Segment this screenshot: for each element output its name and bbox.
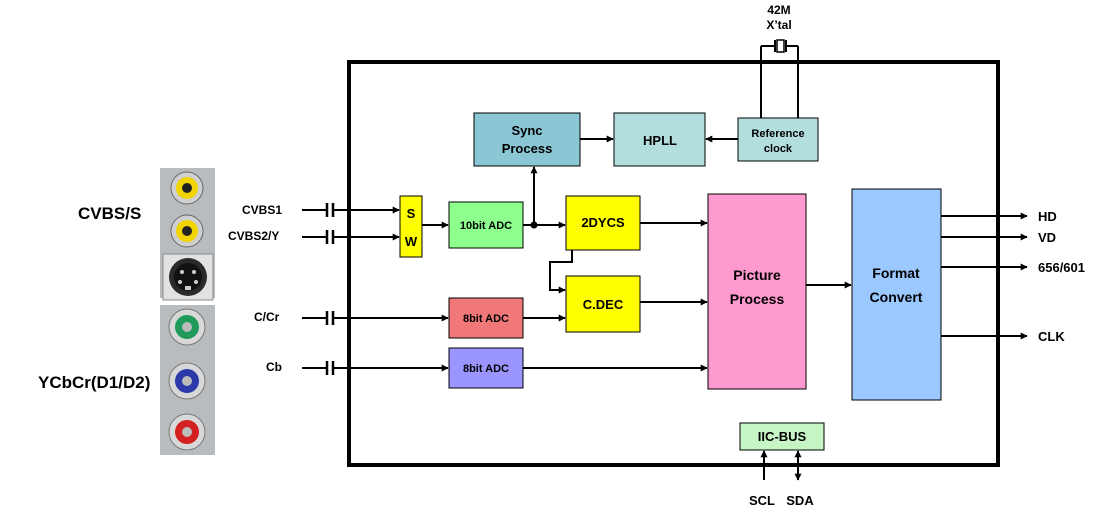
reference-clock-block: [737, 117, 819, 162]
cvbs1-label: CVBS1: [242, 203, 282, 217]
input-cb: Cb: [266, 360, 449, 375]
clk-output-label: CLK: [1038, 329, 1065, 344]
adc-8bit-cb-label: 8bit ADC: [463, 363, 509, 375]
signal-wires: [422, 135, 852, 372]
dycs-label: 2DYCS: [581, 215, 625, 230]
input-cvbs2-y: CVBS2/Y: [228, 229, 400, 244]
switch-label-1: S: [407, 206, 416, 221]
adc-10bit-block: [448, 201, 524, 249]
rca-jack-yellow-1: [170, 171, 204, 205]
picture-process-block: [707, 193, 807, 390]
adc-8bit-cr-block: [448, 297, 524, 339]
cvbs2-label: CVBS2/Y: [228, 229, 279, 243]
ycbcr-label: YCbCr(D1/D2): [38, 373, 150, 392]
hd-output-label: HD: [1038, 209, 1057, 224]
sync-process-label-1: Sync: [511, 123, 542, 138]
connector-panel: CVBS/S YCbCr(D1/D2): [38, 168, 215, 455]
sda-label: SDA: [786, 493, 814, 508]
sync-process-label-2: Process: [502, 141, 553, 156]
cvbs-s-label: CVBS/S: [78, 204, 141, 223]
picture-process-label-2: Process: [730, 291, 785, 307]
input-cvbs1: CVBS1: [242, 203, 400, 217]
format-convert-label-2: Convert: [870, 289, 923, 305]
picture-process-label-1: Picture: [733, 267, 781, 283]
format-convert-label-1: Format: [872, 265, 920, 281]
vd-output-label: VD: [1038, 230, 1056, 245]
iic-bus-block: [739, 422, 825, 451]
scl-label: SCL: [749, 493, 775, 508]
chip-boundary: [347, 60, 1000, 467]
switch-block: [399, 195, 423, 258]
switch-label-2: W: [405, 234, 418, 249]
crystal-name-label: X’tal: [766, 18, 791, 32]
format-convert-block: [851, 188, 942, 401]
reference-clock-label-2: clock: [764, 143, 793, 155]
ccir-output-label: 656/601: [1038, 260, 1085, 275]
iic-signals: SCL SDA: [749, 450, 814, 508]
reference-clock-label-1: Reference: [751, 128, 804, 140]
ccr-label: C/Cr: [254, 310, 280, 324]
adc-10bit-label: 10bit ADC: [460, 220, 512, 232]
adc-8bit-cb-block: [448, 347, 524, 389]
hpll-label: HPLL: [643, 133, 677, 148]
cdec-label: C.DEC: [583, 297, 624, 312]
rca-jack-green: [168, 308, 206, 346]
crystal-freq-label: 42M: [767, 3, 790, 17]
cb-label: Cb: [266, 360, 282, 374]
cdec-block: [565, 275, 641, 333]
s-video-jack: [162, 253, 214, 301]
sync-process-block: [473, 112, 581, 167]
outputs: HD VD 656/601 CLK: [941, 209, 1085, 344]
input-c-cr: C/Cr: [254, 310, 449, 325]
iic-bus-label: IIC-BUS: [758, 429, 807, 444]
rca-jack-red: [168, 413, 206, 451]
adc-8bit-cr-label: 8bit ADC: [463, 313, 509, 325]
hpll-block: [613, 112, 706, 167]
rca-jack-blue: [168, 362, 206, 400]
crystal-oscillator: 42M X’tal: [760, 3, 799, 118]
dycs-block: [565, 195, 641, 251]
rca-jack-yellow-2: [170, 214, 204, 248]
